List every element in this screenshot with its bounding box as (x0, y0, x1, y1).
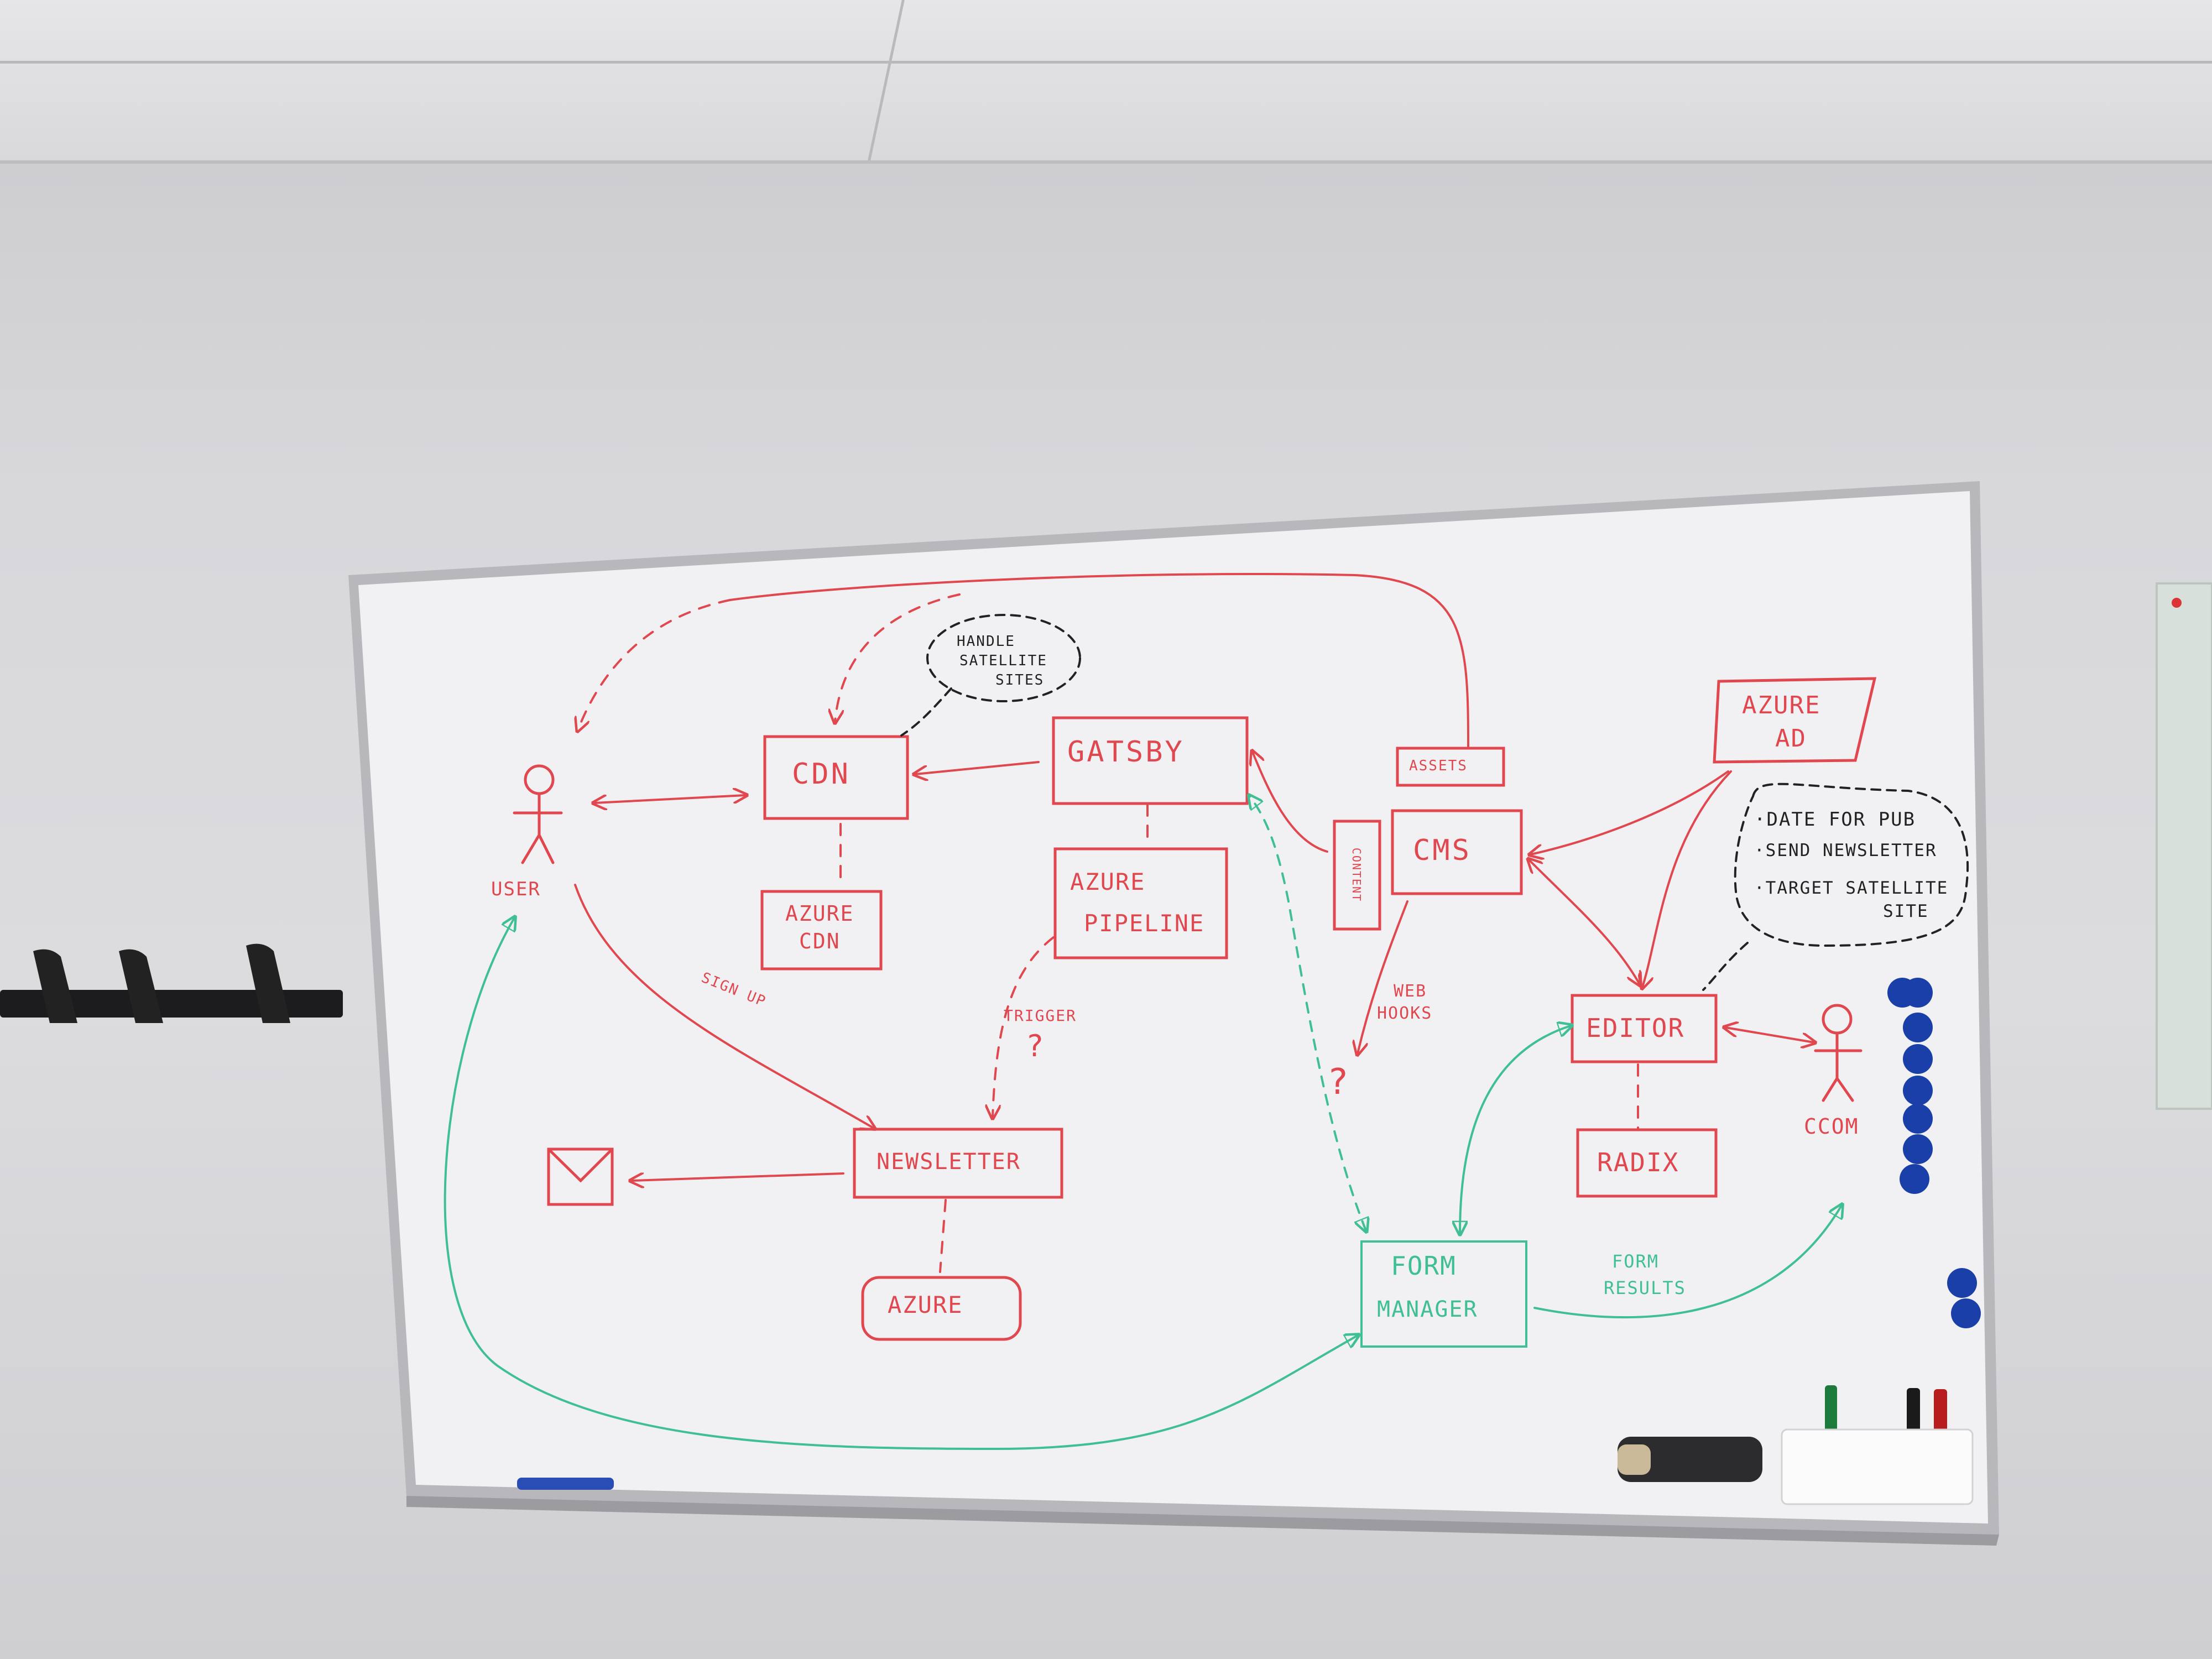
pin-icon (2172, 598, 2182, 608)
gatsby-cdn-arrow (915, 761, 1040, 774)
form-manager-label-2: MANAGER (1377, 1297, 1478, 1322)
cms-editor-arrow (1529, 860, 1640, 984)
ceiling (0, 0, 2212, 164)
gatsby-label: GATSBY (1067, 735, 1185, 769)
editor-ccom-arrow (1725, 1027, 1814, 1042)
editor-note-connector (1702, 942, 1749, 991)
azure-ad-label-1: AZURE (1742, 691, 1821, 719)
azure-label: AZURE (888, 1291, 963, 1318)
form-results-label-2: RESULTS (1604, 1277, 1686, 1298)
cdn-label: CDN (792, 758, 851, 791)
radix-label: RADIX (1597, 1147, 1679, 1177)
cms-box (1391, 809, 1523, 895)
form-results-arrow (1533, 1206, 1841, 1319)
marker-icon (517, 1385, 1947, 1490)
azure-pipeline-label-2: PIPELINE (1084, 910, 1205, 937)
ccom-label: CCOM (1804, 1114, 1859, 1139)
wall-poster (2156, 582, 2212, 1110)
web-hooks-label-1: WEB (1394, 982, 1427, 1001)
azure-ad-label-2: AD (1775, 724, 1807, 753)
eraser-icon (1618, 1437, 1762, 1482)
azure-cdn-label-1: AZURE (785, 901, 854, 926)
ccom-figure-icon (1814, 1004, 1863, 1102)
formmanager-user-arrow (444, 918, 1358, 1451)
editor-note-line-3: ·TARGET SATELLITE (1754, 878, 1949, 898)
whiteboard-surface (358, 491, 1988, 1524)
user-cdn-arrow (594, 795, 745, 803)
dashed-assets-cdn-arrow (835, 593, 961, 722)
handle-sites-connector (900, 687, 952, 737)
handle-sites-note-line-3: SITES (995, 672, 1045, 688)
web-hooks-question-label: ? (1327, 1062, 1351, 1103)
trigger-question-label: ? (1026, 1029, 1046, 1063)
formmanager-gatsby-arrow (1250, 796, 1366, 1230)
trigger-label: TRIGGER (1004, 1006, 1077, 1025)
editor-note-line-4: SITE (1883, 901, 1929, 921)
cdn-box (763, 735, 909, 820)
handle-sites-note-bubble (926, 614, 1081, 702)
editor-note-bubble (1734, 782, 1969, 947)
editor-note-line-1: ·DATE FOR PUB (1754, 808, 1916, 831)
coat-hook-icon (0, 943, 343, 1023)
form-results-label-1: FORM (1612, 1251, 1660, 1272)
magnet-icon (1887, 978, 1981, 1328)
ceiling-seam (0, 61, 2212, 64)
azure-ad-box (1713, 677, 1877, 764)
user-label: USER (491, 878, 541, 900)
cms-assets-user-arrow (729, 573, 1469, 749)
assets-box (1396, 747, 1505, 787)
form-manager-label-1: FORM (1391, 1251, 1457, 1281)
cms-label: CMS (1413, 834, 1472, 867)
editor-label: EDITOR (1586, 1013, 1685, 1043)
azure-cdn-label-2: CDN (799, 929, 841, 953)
gatsby-box (1052, 716, 1249, 805)
web-hooks-label-2: HOOKS (1377, 1004, 1433, 1023)
newsletter-label: NEWSLETTER (877, 1149, 1021, 1175)
azure-pipeline-label-1: AZURE (1070, 868, 1146, 895)
editor-note-line-2: ·SEND NEWSLETTER (1754, 841, 1937, 860)
azuread-cms-arrow (1531, 770, 1729, 854)
editor-formmanager-arrow (1460, 1026, 1571, 1233)
dashed-assets-user-arrow (578, 599, 731, 730)
radix-box (1576, 1128, 1718, 1198)
handle-sites-note-line-2: SATELLITE (959, 653, 1047, 669)
user-figure-icon (513, 764, 563, 864)
assets-label: ASSETS (1409, 758, 1468, 774)
content-label: CONTENT (1350, 847, 1363, 902)
azuread-editor-arrow (1642, 770, 1732, 987)
whiteboard-tray (406, 1496, 1999, 1546)
marker-holder (1781, 1428, 1974, 1505)
handle-sites-note-line-1: HANDLE (957, 633, 1015, 650)
